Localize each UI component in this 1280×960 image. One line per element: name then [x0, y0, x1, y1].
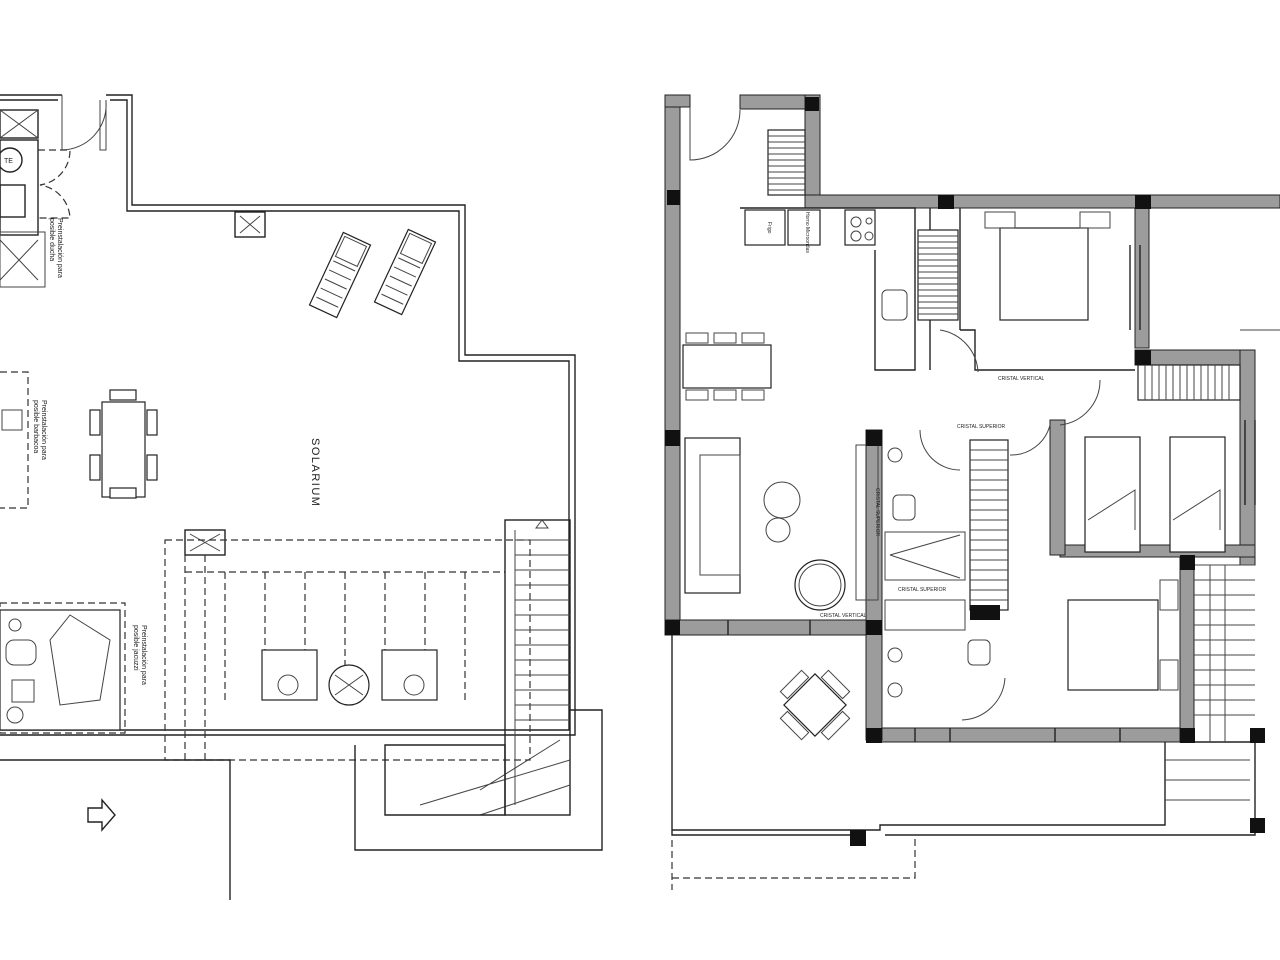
glass-label: CRISTAL SUPERIOR	[874, 488, 880, 536]
dining-table	[682, 332, 772, 401]
barbecue-note: Preinstalación paraposible barbacoa	[32, 400, 47, 460]
bed-single	[1169, 436, 1226, 553]
glass-label: CRISTAL SUPERIOR	[898, 587, 946, 593]
bed-double	[1067, 579, 1179, 691]
bed-single	[1084, 436, 1141, 553]
jacuzzi-note: Preinstalación paraposible jacuzzi	[132, 625, 147, 685]
shower-note: Preinstalación paraposible ducha	[48, 218, 63, 278]
door-swing	[1059, 379, 1101, 426]
terrace-table	[779, 669, 851, 741]
jacuzzi	[0, 602, 126, 734]
solarium-plan: TE Preinstalación paraposible ducha Prei…	[0, 94, 603, 900]
door-swing	[919, 429, 961, 471]
bed-double	[984, 211, 1111, 321]
water-heater-label: TE	[4, 158, 13, 165]
double-door	[38, 149, 71, 219]
door-swing	[961, 677, 1006, 721]
entry-arrow-icon	[87, 798, 116, 832]
sun-lounger	[308, 231, 372, 319]
stair-treads	[767, 129, 1241, 611]
shower-area	[0, 231, 46, 288]
apartment-plan: Frigo Horno Microondas	[664, 94, 1280, 890]
oven-label: Horno Microondas	[804, 212, 810, 253]
glass-label: CRISTAL VERTICAL	[820, 613, 867, 619]
water-heater	[0, 147, 23, 173]
door-swing	[689, 107, 741, 161]
door-swing	[1009, 424, 1051, 456]
glass-label: CRISTAL SUPERIOR	[957, 424, 1005, 430]
columns	[665, 97, 1265, 846]
vent-box	[0, 109, 39, 139]
sun-lounger	[373, 228, 437, 316]
barbecue-area	[0, 371, 29, 509]
staircase	[419, 519, 571, 816]
vent-box	[234, 211, 266, 238]
solarium-label: SOLARIUM	[309, 438, 321, 507]
outdoor-chairs	[261, 649, 438, 706]
entry-door	[61, 95, 107, 151]
door-swing	[939, 329, 979, 373]
fridge-label: Frigo	[766, 222, 772, 234]
solarium-outline	[0, 94, 576, 736]
dining-table	[89, 389, 158, 499]
sofa	[684, 437, 741, 594]
glass-label: CRISTAL VERTICAL	[998, 376, 1045, 382]
pergola-outline	[164, 539, 531, 761]
